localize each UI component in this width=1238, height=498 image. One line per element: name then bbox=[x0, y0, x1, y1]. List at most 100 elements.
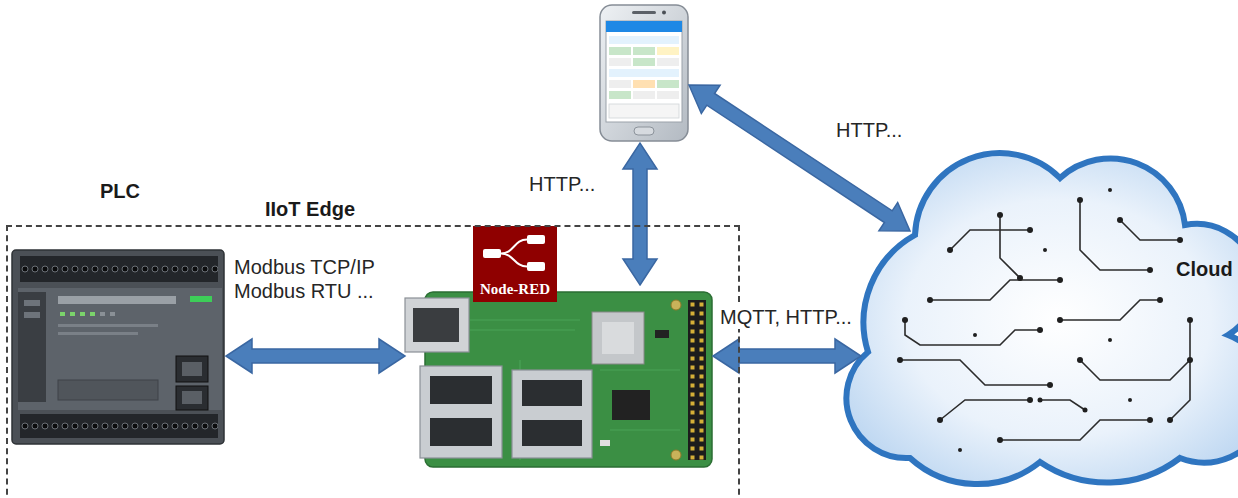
raspberry-pi-illustration bbox=[512, 370, 592, 458]
circuit-dots bbox=[1157, 297, 1163, 303]
plc-illustration bbox=[90, 312, 95, 316]
plc-illustration bbox=[58, 296, 176, 304]
edge-label: Modbus TCP/IP Modbus RTU ... bbox=[232, 255, 396, 303]
plc-illustration bbox=[58, 380, 158, 400]
raspberry-pi-illustration bbox=[522, 380, 582, 406]
circuit-pattern bbox=[1120, 220, 1180, 240]
circuit-dots bbox=[1038, 398, 1043, 403]
plc-illustration bbox=[182, 362, 202, 376]
circuit-dots bbox=[1077, 357, 1083, 363]
plc-illustration bbox=[20, 414, 218, 438]
cloud-illustration bbox=[846, 153, 1238, 484]
block-arrow bbox=[226, 339, 405, 373]
circuit-dots bbox=[1057, 277, 1063, 283]
smartphone-illustration bbox=[609, 47, 631, 55]
plc-illustration bbox=[12, 250, 224, 444]
circuit-dots bbox=[897, 188, 1193, 452]
circuit-dots bbox=[937, 417, 943, 423]
node-red-logo bbox=[473, 226, 557, 302]
smartphone-illustration bbox=[609, 104, 679, 118]
smartphone-illustration bbox=[609, 80, 631, 88]
circuit-dots bbox=[1037, 327, 1043, 333]
plc-illustration bbox=[100, 312, 105, 316]
raspberry-pi-illustration bbox=[655, 330, 669, 338]
plc-device: PLC bbox=[10, 180, 226, 445]
circuit-pattern bbox=[1040, 400, 1085, 410]
circuit-dots bbox=[1177, 237, 1183, 243]
circuit-dots bbox=[897, 357, 903, 363]
node-red-logo bbox=[501, 240, 527, 267]
smartphone-illustration bbox=[609, 91, 631, 99]
block-arrow bbox=[713, 339, 861, 373]
circuit-dots bbox=[1147, 417, 1153, 423]
plc-illustration bbox=[20, 256, 218, 282]
raspberry-pi-illustration bbox=[405, 292, 712, 467]
plc-illustration bbox=[58, 324, 158, 327]
plc-illustration bbox=[70, 312, 75, 316]
cloud-node: Cloud bbox=[850, 150, 1238, 490]
circuit-dots bbox=[1017, 275, 1023, 281]
smartphone-illustration bbox=[633, 47, 655, 55]
smartphone-illustration bbox=[633, 80, 655, 88]
circuit-pattern bbox=[940, 400, 1030, 420]
plc-illustration bbox=[12, 250, 224, 444]
circuit-dots bbox=[997, 212, 1003, 218]
block-arrow bbox=[689, 85, 910, 231]
smartphone-illustration bbox=[657, 80, 679, 88]
circuit-pattern bbox=[950, 230, 1030, 250]
raspberry-pi-illustration bbox=[592, 312, 644, 364]
edge-label: HTTP... bbox=[834, 118, 904, 142]
smartphone-illustration bbox=[657, 47, 679, 55]
node-red-logo bbox=[483, 249, 501, 258]
cloud-label: Cloud bbox=[1176, 258, 1233, 281]
plc-illustration bbox=[190, 296, 212, 302]
circuit-pattern bbox=[1080, 360, 1190, 380]
raspberry-pi-illustration bbox=[612, 390, 650, 420]
plc-illustration bbox=[18, 288, 222, 410]
circuit-pattern bbox=[1060, 300, 1160, 320]
circuit-dots bbox=[1117, 217, 1123, 223]
circuit-pattern bbox=[900, 360, 1050, 385]
smartphone-illustration bbox=[633, 91, 655, 99]
smartphone-illustration bbox=[600, 5, 688, 141]
plc-illustration bbox=[80, 312, 85, 316]
plc-illustration bbox=[18, 292, 46, 402]
cloud-illustration bbox=[846, 153, 1238, 484]
plc-illustration bbox=[60, 312, 65, 316]
circuit-dots bbox=[902, 317, 908, 323]
region-heading: IIoT Edge bbox=[265, 198, 355, 221]
circuit-dots bbox=[1077, 197, 1083, 203]
circuit-pattern bbox=[1000, 215, 1020, 278]
smartphone-illustration bbox=[609, 36, 679, 44]
circuit-dots bbox=[1057, 317, 1063, 323]
circuit-pattern bbox=[905, 320, 1040, 345]
raspberry-pi-illustration bbox=[688, 300, 706, 460]
logo-text: Node-RED bbox=[475, 281, 555, 298]
circuit-pattern bbox=[1000, 420, 1150, 440]
block-arrow bbox=[623, 143, 657, 285]
circuit-pattern bbox=[1170, 320, 1190, 420]
smartphone-illustration bbox=[633, 58, 655, 66]
edge-label: HTTP... bbox=[527, 172, 597, 196]
circuit-dots bbox=[1187, 357, 1193, 363]
smartphone-illustration bbox=[662, 11, 666, 15]
circuit-dots bbox=[1047, 382, 1053, 388]
circuit-dots bbox=[927, 297, 933, 303]
circuit-dots bbox=[1108, 188, 1112, 192]
edge-label: MQTT, HTTP... bbox=[718, 305, 854, 329]
raspberry-pi-illustration bbox=[420, 366, 502, 458]
node-red-logo bbox=[527, 262, 545, 271]
smartphone-node bbox=[597, 3, 689, 143]
circuit-dots bbox=[1027, 397, 1033, 403]
circuit-dots bbox=[947, 247, 953, 253]
smartphone-illustration bbox=[606, 21, 682, 122]
device-label: PLC bbox=[100, 180, 140, 203]
raspberry-pi-device: Node-RED bbox=[405, 285, 713, 470]
circuit-dots bbox=[1167, 417, 1173, 423]
circuit-dots bbox=[1043, 248, 1047, 252]
circuit-dots bbox=[1147, 267, 1153, 273]
circuit-dots bbox=[958, 448, 962, 452]
